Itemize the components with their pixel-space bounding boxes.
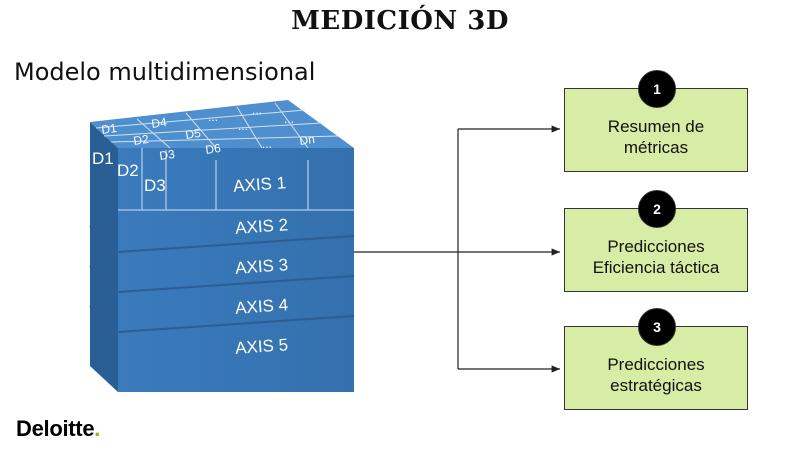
cube-front-grid: [118, 148, 354, 211]
cube-top-grid: [95, 102, 339, 149]
axis-label: AXIS 1: [233, 173, 287, 196]
top-cell-label: D2: [132, 132, 149, 148]
output-line: Resumen de: [607, 117, 705, 136]
cube-side-labels: D1 D2 D3: [92, 149, 166, 195]
axis-label: AXIS 2: [235, 215, 289, 238]
step-badge-2: 2: [638, 190, 676, 228]
top-cell-label: ...: [238, 119, 248, 133]
top-cell-label: D6: [204, 141, 221, 157]
step-badge-1: 1: [638, 70, 676, 108]
top-cell-label: D5: [184, 126, 201, 142]
cube-slab-separators: [89, 225, 355, 333]
deloitte-logo: Deloitte.: [16, 416, 100, 442]
side-label: D3: [144, 176, 166, 195]
connector-lines: [354, 125, 560, 373]
diagram-subtitle: Modelo multidimensional: [14, 58, 316, 86]
step-badge-3: 3: [638, 308, 676, 346]
output-line: Eficiencia táctica: [592, 258, 720, 277]
top-cell-label: D4: [150, 115, 167, 131]
top-cell-label: ...: [262, 137, 272, 151]
axis-label: AXIS 3: [235, 255, 289, 278]
logo-dot: .: [94, 416, 101, 441]
top-cell-label: D3: [158, 147, 175, 163]
top-cell-label: Dn: [298, 132, 315, 148]
output-line: estratégicas: [610, 376, 702, 395]
top-cell-label: ...: [252, 103, 262, 117]
output-line: Predicciones: [607, 237, 705, 256]
output-line: Predicciones: [607, 355, 705, 374]
top-cell-label: D1: [100, 121, 117, 137]
page-title: MEDICIÓN 3D: [291, 6, 509, 36]
axis-label: AXIS 5: [235, 335, 289, 358]
cube-top-labels: D1 D4 ... ... D2 D5 ... ... D3 D6 ... Dn: [100, 103, 315, 163]
side-label: D1: [92, 149, 114, 168]
side-label: D2: [117, 161, 139, 180]
cube-axis-labels: AXIS 1 AXIS 2 AXIS 3 AXIS 4 AXIS 5: [233, 173, 289, 358]
top-cell-label: ...: [208, 110, 218, 124]
axis-label: AXIS 4: [235, 295, 289, 318]
output-line: métricas: [623, 138, 689, 157]
logo-text: Deloitte: [16, 416, 95, 441]
top-cell-label: ...: [284, 112, 294, 126]
cube-front-face: [118, 148, 354, 392]
